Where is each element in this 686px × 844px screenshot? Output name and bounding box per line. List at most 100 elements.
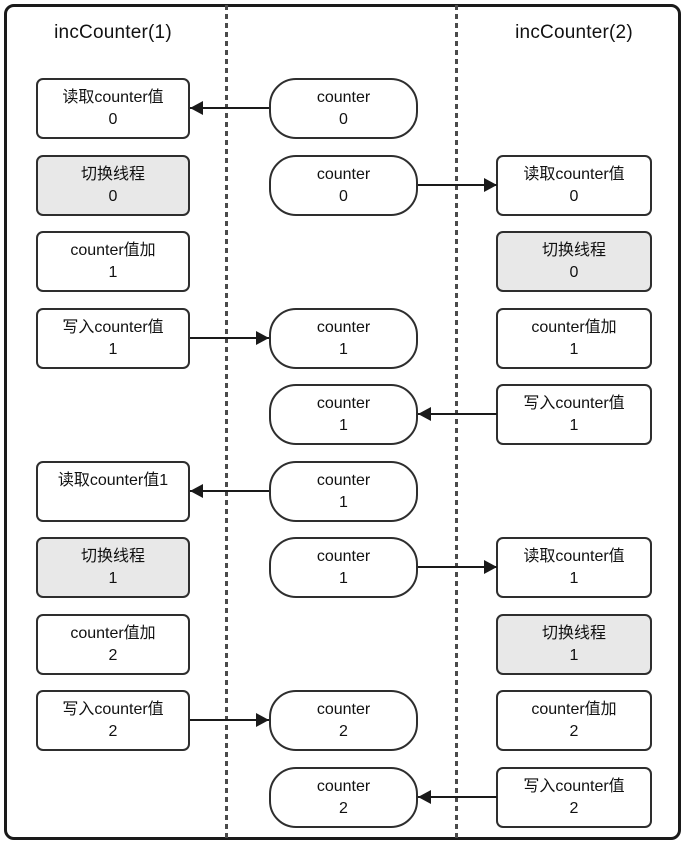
node-value: 2 [339,799,348,817]
left-step-box-2: 切换线程 0 [36,155,190,216]
node-value: 1 [339,416,348,434]
node-value: 2 [569,722,579,740]
node-label: counter值加 [70,624,156,642]
node-label: 读取counter值 [523,547,625,565]
node-value: 1 [339,569,348,587]
node-value: 1 [339,340,348,358]
right-step-box-7: counter值加 2 [496,690,652,751]
right-dashed-divider [455,5,458,839]
node-label: 切换线程 [80,165,145,183]
right-step-box-2: 切换线程 0 [496,231,652,292]
arrow-counter-to-right-row2 [418,177,497,193]
node-label: counter值加 [70,241,156,259]
node-value: 1 [339,493,348,511]
right-step-box-4: 写入counter值 1 [496,384,652,445]
node-value: 0 [339,187,348,205]
arrow-line [418,796,497,798]
left-step-box-7: counter值加 2 [36,614,190,675]
node-value: 1 [569,569,579,587]
node-value: 1 [569,340,579,358]
arrow-left-to-counter-row4 [190,330,269,346]
arrowhead-icon [190,101,203,115]
left-step-box-3: counter值加 1 [36,231,190,292]
node-label: counter [316,318,371,336]
node-value: 0 [569,263,579,281]
arrow-line [190,490,269,492]
node-label: 读取counter值 [62,88,164,106]
diagram-frame [4,4,681,840]
arrow-line [190,337,269,339]
arrow-line [190,719,269,721]
arrow-line [418,184,497,186]
node-label: 写入counter值 [523,777,625,795]
arrowhead-icon [418,407,431,421]
node-value: 2 [108,646,118,664]
left-step-box-4: 写入counter值 1 [36,308,190,369]
node-value: 1 [108,263,118,281]
arrow-line [190,107,269,109]
node-label: 写入counter值 [62,700,164,718]
arrow-line [418,413,497,415]
node-label: counter [316,88,371,106]
left-step-box-8: 写入counter值 2 [36,690,190,751]
arrowhead-icon [190,484,203,498]
node-label: counter [316,547,371,565]
node-label: counter [316,700,371,718]
node-label: counter [316,165,371,183]
node-label: 写入counter值 [523,394,625,412]
node-value: 1 [569,646,579,664]
arrow-right-to-counter-row5 [418,406,497,422]
left-thread-title: incCounter(1) [54,22,172,43]
node-label: 切换线程 [541,241,606,259]
arrow-counter-to-right-row7 [418,559,497,575]
left-step-box-6: 切换线程 1 [36,537,190,598]
arrow-counter-to-left-row6 [190,483,269,499]
node-value: 0 [108,110,118,128]
node-value: 2 [339,722,348,740]
arrowhead-icon [484,560,497,574]
node-value: 0 [569,187,579,205]
arrow-counter-to-left-row1 [190,100,269,116]
right-step-box-5: 读取counter值 1 [496,537,652,598]
node-label: 切换线程 [541,624,606,642]
counter-state-pill-3: counter 1 [269,308,418,369]
right-step-box-6: 切换线程 1 [496,614,652,675]
arrowhead-icon [256,331,269,345]
node-label: counter值加 [531,700,617,718]
node-label: counter [316,777,371,795]
counter-state-pill-4: counter 1 [269,384,418,445]
arrowhead-icon [484,178,497,192]
node-value: 0 [108,187,118,205]
node-label: counter值加 [531,318,617,336]
right-step-box-1: 读取counter值 0 [496,155,652,216]
node-value: 2 [108,722,118,740]
node-label: 读取counter值1 [57,471,169,489]
left-step-box-5: 读取counter值1 [36,461,190,522]
left-dashed-divider [225,5,228,839]
node-label: 切换线程 [80,547,145,565]
left-step-box-1: 读取counter值 0 [36,78,190,139]
counter-state-pill-7: counter 2 [269,690,418,751]
node-label: 读取counter值 [523,165,625,183]
counter-state-pill-5: counter 1 [269,461,418,522]
right-thread-title: incCounter(2) [515,22,633,43]
counter-state-pill-2: counter 0 [269,155,418,216]
arrowhead-icon [418,790,431,804]
arrow-line [418,566,497,568]
right-step-box-8: 写入counter值 2 [496,767,652,828]
node-value: 1 [108,340,118,358]
node-label: counter [316,394,371,412]
node-label: counter [316,471,371,489]
counter-state-pill-8: counter 2 [269,767,418,828]
arrow-left-to-counter-row9 [190,712,269,728]
arrow-right-to-counter-row10 [418,789,497,805]
right-step-box-3: counter值加 1 [496,308,652,369]
counter-state-pill-1: counter 0 [269,78,418,139]
node-value: 0 [339,110,348,128]
node-value: 1 [569,416,579,434]
node-value: 1 [108,569,118,587]
node-label: 写入counter值 [62,318,164,336]
node-value: 2 [569,799,579,817]
arrowhead-icon [256,713,269,727]
